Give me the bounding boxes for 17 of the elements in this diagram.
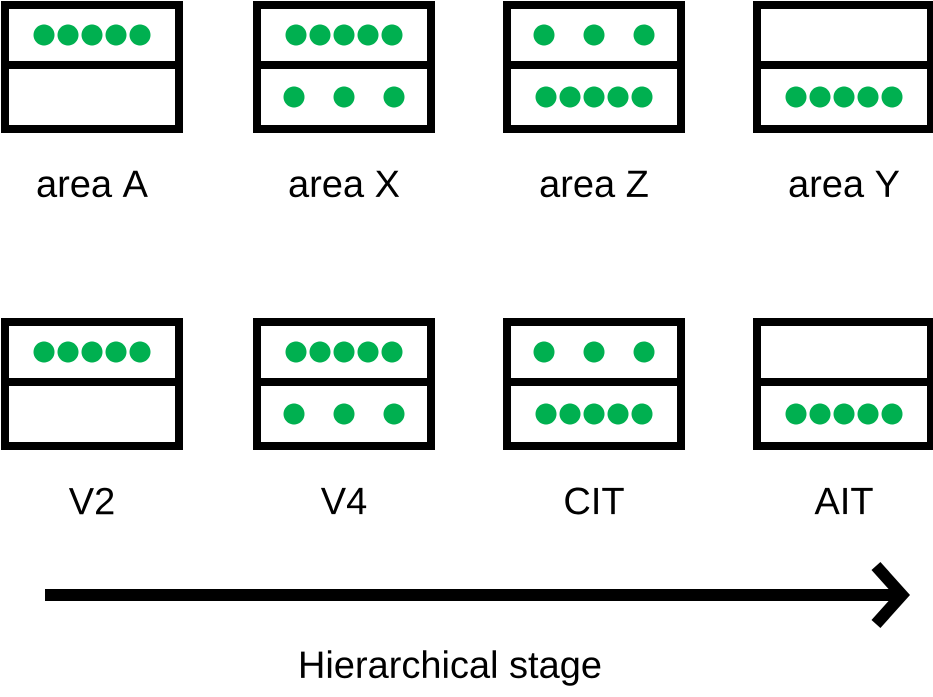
unit-drawing	[503, 1, 685, 133]
unit-drawing	[753, 318, 933, 450]
area-label: area X	[290, 170, 400, 198]
unit-drawing	[753, 1, 933, 133]
unit-drawing	[1, 318, 183, 450]
area-label: V2	[68, 488, 114, 514]
area-label: area Y	[790, 170, 900, 198]
area-label: area A	[38, 170, 148, 198]
area-label: area Z	[540, 170, 648, 198]
unit-drawing	[1, 1, 183, 133]
unit-drawing	[253, 1, 435, 133]
area-label: AIT	[814, 488, 873, 514]
area-label: V4	[320, 488, 366, 514]
axis-label: Hierarchical stage	[301, 650, 600, 686]
unit-drawing	[253, 318, 435, 450]
area-label: CIT	[565, 488, 624, 514]
unit-drawing	[503, 318, 685, 450]
